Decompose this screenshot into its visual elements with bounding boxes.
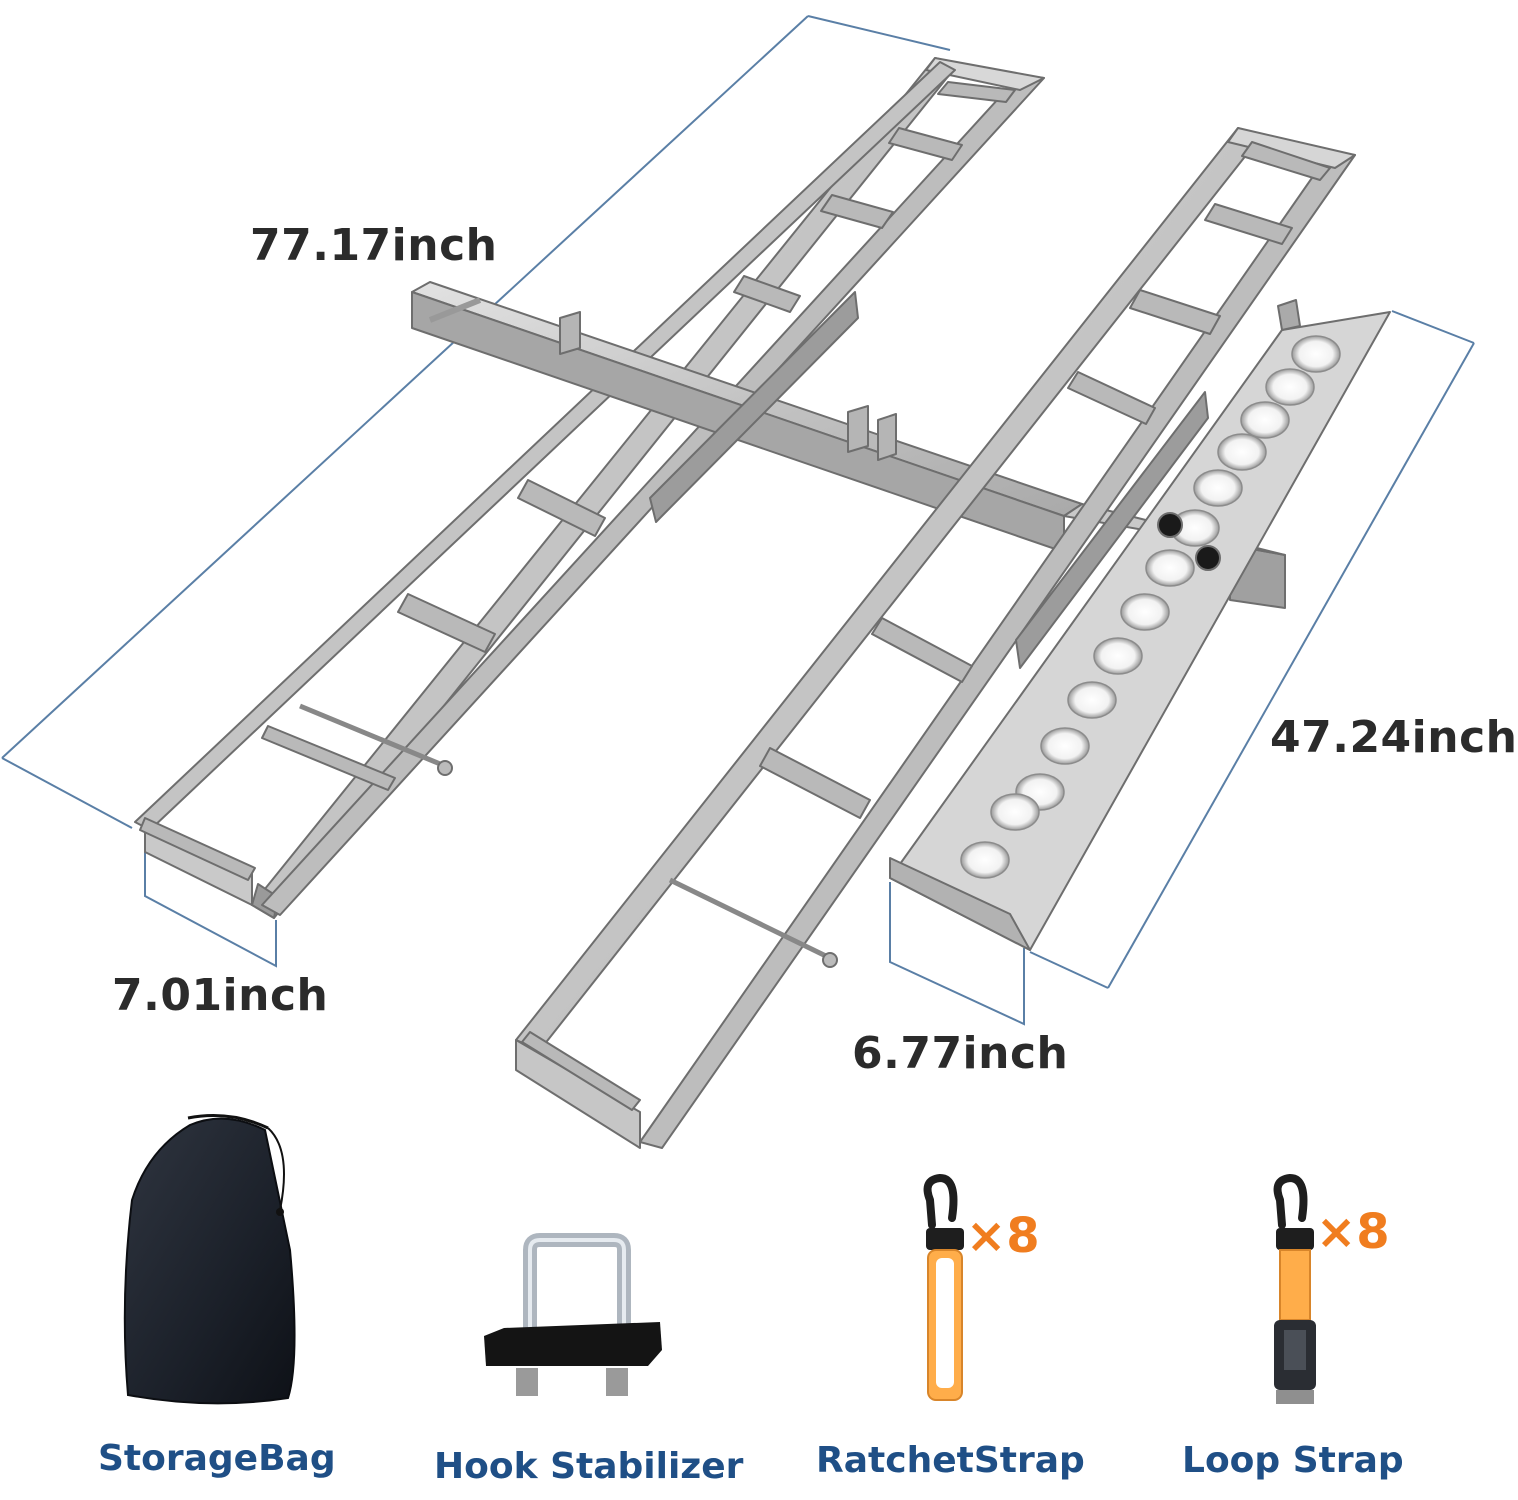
track-width-dimension-label: 7.01inch: [112, 970, 329, 1021]
length-dimension-label: 77.17inch: [250, 220, 498, 271]
hook-stabilizer-label: Hook Stabilizer: [434, 1446, 744, 1487]
hitch-stabilizer-icon: [484, 1233, 662, 1396]
storage-bag-icon: [123, 1114, 296, 1405]
loop-strap-quantity: ×8: [1316, 1204, 1390, 1260]
ramp-width-dimension-label: 6.77inch: [852, 1028, 1069, 1079]
ratchet-strap-quantity: ×8: [966, 1208, 1040, 1264]
loop-strap-label: Loop Strap: [1182, 1440, 1404, 1481]
ratchet-strap-label: RatchetStrap: [816, 1440, 1085, 1481]
right-track: [515, 127, 1356, 1149]
loading-ramp: [889, 299, 1391, 951]
ratchet-strap-icon: [923, 1173, 964, 1401]
storage-bag-label: StorageBag: [98, 1438, 336, 1479]
dimension-lines: [1, 15, 1475, 1026]
loop-strap-icon: [1273, 1173, 1316, 1404]
ramp-length-dimension-label: 47.24inch: [1270, 712, 1518, 763]
